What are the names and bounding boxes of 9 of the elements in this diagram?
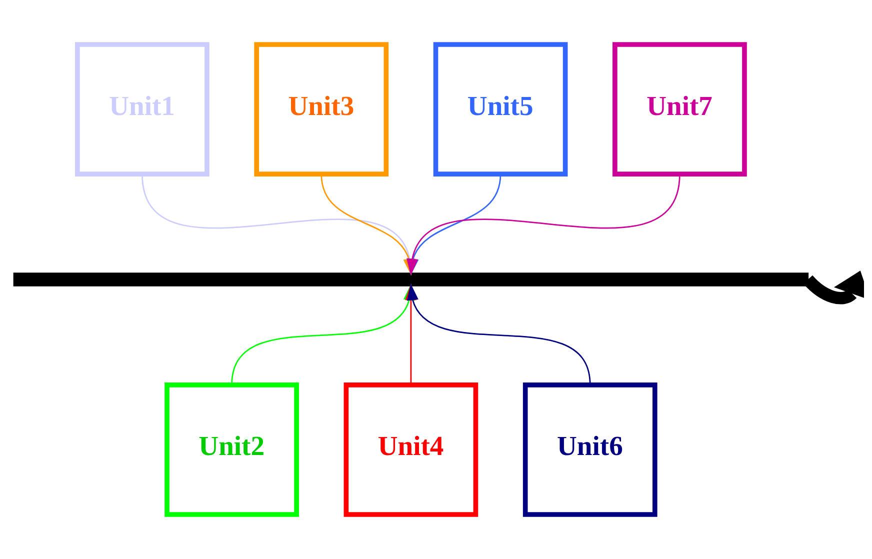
node-box: Unit5 (433, 42, 568, 176)
node-box: Unit4 (344, 382, 478, 517)
node-box: Unit2 (164, 382, 299, 517)
arrow (406, 284, 591, 386)
arrow (803, 270, 864, 304)
node-bar (13, 272, 809, 286)
node-box: Unit6 (522, 382, 658, 517)
node-box: Unit3 (254, 42, 389, 176)
node-box: Unit7 (612, 42, 747, 176)
